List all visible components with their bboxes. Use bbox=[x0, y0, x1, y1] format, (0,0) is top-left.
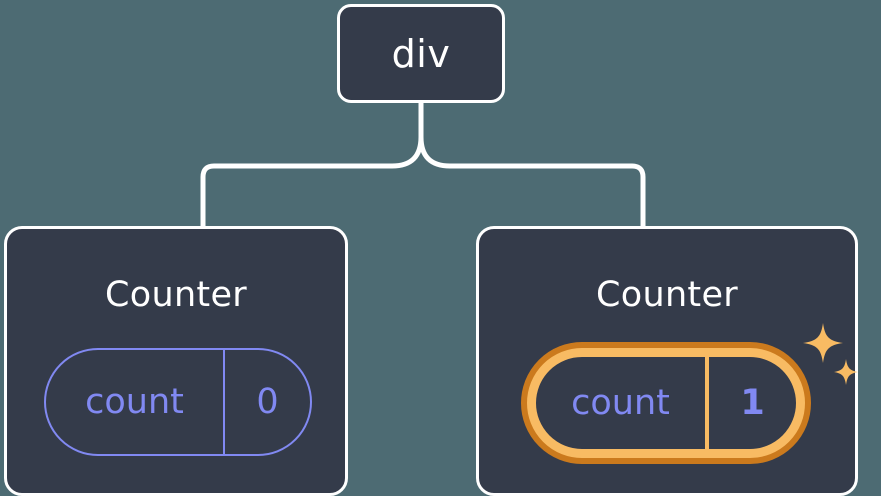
sparkle-icon bbox=[803, 323, 858, 385]
connector-left bbox=[200, 100, 424, 229]
state-value-label: 0 bbox=[223, 350, 310, 454]
node-counter-right-title: Counter bbox=[596, 275, 738, 315]
state-pill-inner-ring: count 1 bbox=[527, 348, 805, 458]
sparkle-small-icon bbox=[834, 359, 858, 385]
state-key-label: count bbox=[85, 381, 184, 422]
node-counter-left-title: Counter bbox=[105, 275, 247, 315]
sparkle-large-icon bbox=[803, 323, 843, 363]
state-value-label: 1 bbox=[705, 357, 796, 449]
node-div-label: div bbox=[391, 31, 451, 76]
connector-right bbox=[418, 134, 646, 229]
node-counter-right[interactable]: Counter count 1 bbox=[476, 226, 858, 496]
state-pill-count-left[interactable]: count 0 bbox=[44, 348, 312, 456]
state-key-label: count bbox=[571, 382, 670, 423]
node-counter-left[interactable]: Counter count 0 bbox=[4, 226, 348, 496]
node-div[interactable]: div bbox=[337, 4, 505, 103]
state-pill-count-right[interactable]: count 1 bbox=[521, 342, 811, 464]
